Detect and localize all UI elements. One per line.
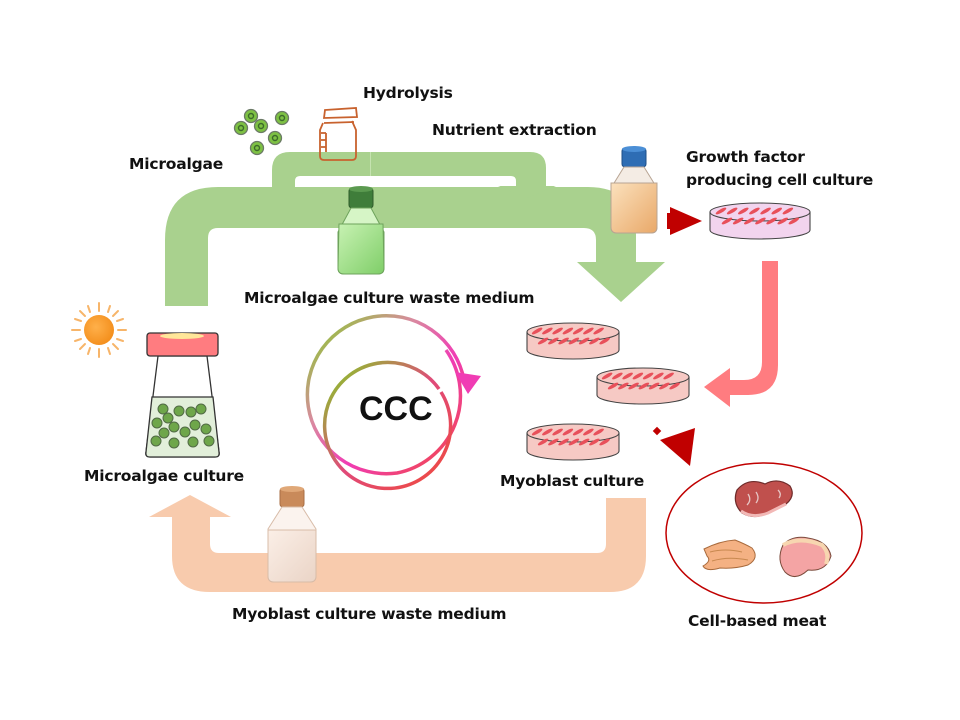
cell bbox=[638, 382, 650, 390]
cell bbox=[659, 382, 670, 390]
chicken-icon bbox=[702, 539, 756, 571]
label-myoblast-culture: Myoblast culture bbox=[500, 472, 645, 490]
cell bbox=[760, 207, 771, 215]
label-growth-factor-line1: Growth factor bbox=[686, 148, 805, 166]
myoblast-dish-icon bbox=[596, 367, 690, 405]
label-microalgae-culture: Microalgae culture bbox=[84, 467, 244, 485]
cell bbox=[537, 337, 549, 345]
steak-icon bbox=[734, 480, 793, 518]
cell bbox=[542, 327, 553, 335]
ccc-center-label: CCC bbox=[359, 390, 433, 428]
cell bbox=[599, 438, 610, 446]
cell bbox=[589, 438, 600, 446]
cell bbox=[648, 382, 660, 390]
cell bbox=[715, 207, 727, 215]
cell bbox=[589, 337, 600, 345]
cell bbox=[601, 372, 613, 380]
cell bbox=[568, 438, 580, 446]
myoblast-dish-icon bbox=[526, 322, 620, 360]
cell bbox=[777, 217, 788, 225]
cell bbox=[653, 372, 664, 380]
cell bbox=[583, 428, 594, 436]
cell bbox=[612, 372, 623, 380]
cell bbox=[548, 337, 559, 345]
cell bbox=[593, 327, 604, 335]
cell bbox=[771, 207, 782, 215]
cell bbox=[622, 372, 633, 380]
cell bbox=[562, 428, 574, 436]
nutrient-flow-arrow bbox=[272, 152, 556, 202]
myoblast-dish-icon bbox=[526, 423, 620, 461]
cell bbox=[572, 327, 584, 335]
cell bbox=[542, 428, 553, 436]
label-myoblast-waste-medium: Myoblast culture waste medium bbox=[232, 605, 507, 623]
cell bbox=[578, 337, 590, 345]
hydrolysis-jar-icon bbox=[319, 107, 359, 161]
peach-medium-bottle-icon bbox=[267, 486, 317, 583]
cell bbox=[558, 438, 569, 446]
cell bbox=[738, 207, 749, 215]
sun-icon bbox=[71, 302, 127, 358]
label-nutrient-extraction: Nutrient extraction bbox=[432, 121, 597, 139]
cell bbox=[537, 438, 549, 446]
label-microalgae: Microalgae bbox=[129, 155, 224, 173]
cell bbox=[782, 207, 794, 215]
cell bbox=[669, 382, 680, 390]
cell bbox=[732, 217, 744, 225]
cell bbox=[548, 438, 559, 446]
label-hydrolysis: Hydrolysis bbox=[363, 84, 453, 102]
growth-factor-dish-icon bbox=[709, 202, 811, 240]
green-medium-bottle-icon bbox=[337, 186, 385, 275]
cell bbox=[593, 428, 604, 436]
cell bbox=[632, 372, 644, 380]
cell bbox=[618, 382, 629, 390]
cell bbox=[531, 327, 543, 335]
to-meat-arrow bbox=[652, 426, 695, 466]
cell bbox=[749, 207, 760, 215]
cell bbox=[552, 327, 563, 335]
microalgae-cells-icon bbox=[233, 108, 290, 156]
cell bbox=[552, 428, 563, 436]
cell bbox=[558, 337, 569, 345]
cell bbox=[578, 438, 590, 446]
cell bbox=[663, 372, 674, 380]
orange-medium-bottle-icon bbox=[610, 146, 658, 234]
label-microalgae-waste-medium: Microalgae culture waste medium bbox=[244, 289, 535, 307]
cell bbox=[572, 428, 584, 436]
cell bbox=[721, 217, 733, 225]
cell bbox=[642, 372, 654, 380]
label-cell-based-meat: Cell-based meat bbox=[688, 612, 827, 630]
cell-based-meat-group bbox=[665, 462, 863, 604]
cell bbox=[726, 207, 738, 215]
ham-icon bbox=[779, 536, 832, 577]
cell bbox=[562, 327, 574, 335]
pink-flow-arrow bbox=[704, 261, 778, 407]
cell bbox=[599, 337, 610, 345]
cell bbox=[766, 217, 777, 225]
green-flow-arrow bbox=[165, 187, 665, 306]
label-growth-factor-line2: producing cell culture bbox=[686, 171, 874, 189]
peach-flow-arrow bbox=[149, 495, 646, 592]
cell bbox=[607, 382, 619, 390]
cell bbox=[583, 327, 594, 335]
to-growth-culture-arrow bbox=[667, 207, 702, 235]
cell bbox=[568, 337, 580, 345]
cell bbox=[744, 217, 755, 225]
cycle-icon bbox=[305, 313, 481, 491]
cell bbox=[531, 428, 543, 436]
microalgae-flask-icon bbox=[145, 332, 220, 458]
cell bbox=[788, 217, 800, 225]
cell bbox=[628, 382, 639, 390]
cell bbox=[755, 217, 766, 225]
